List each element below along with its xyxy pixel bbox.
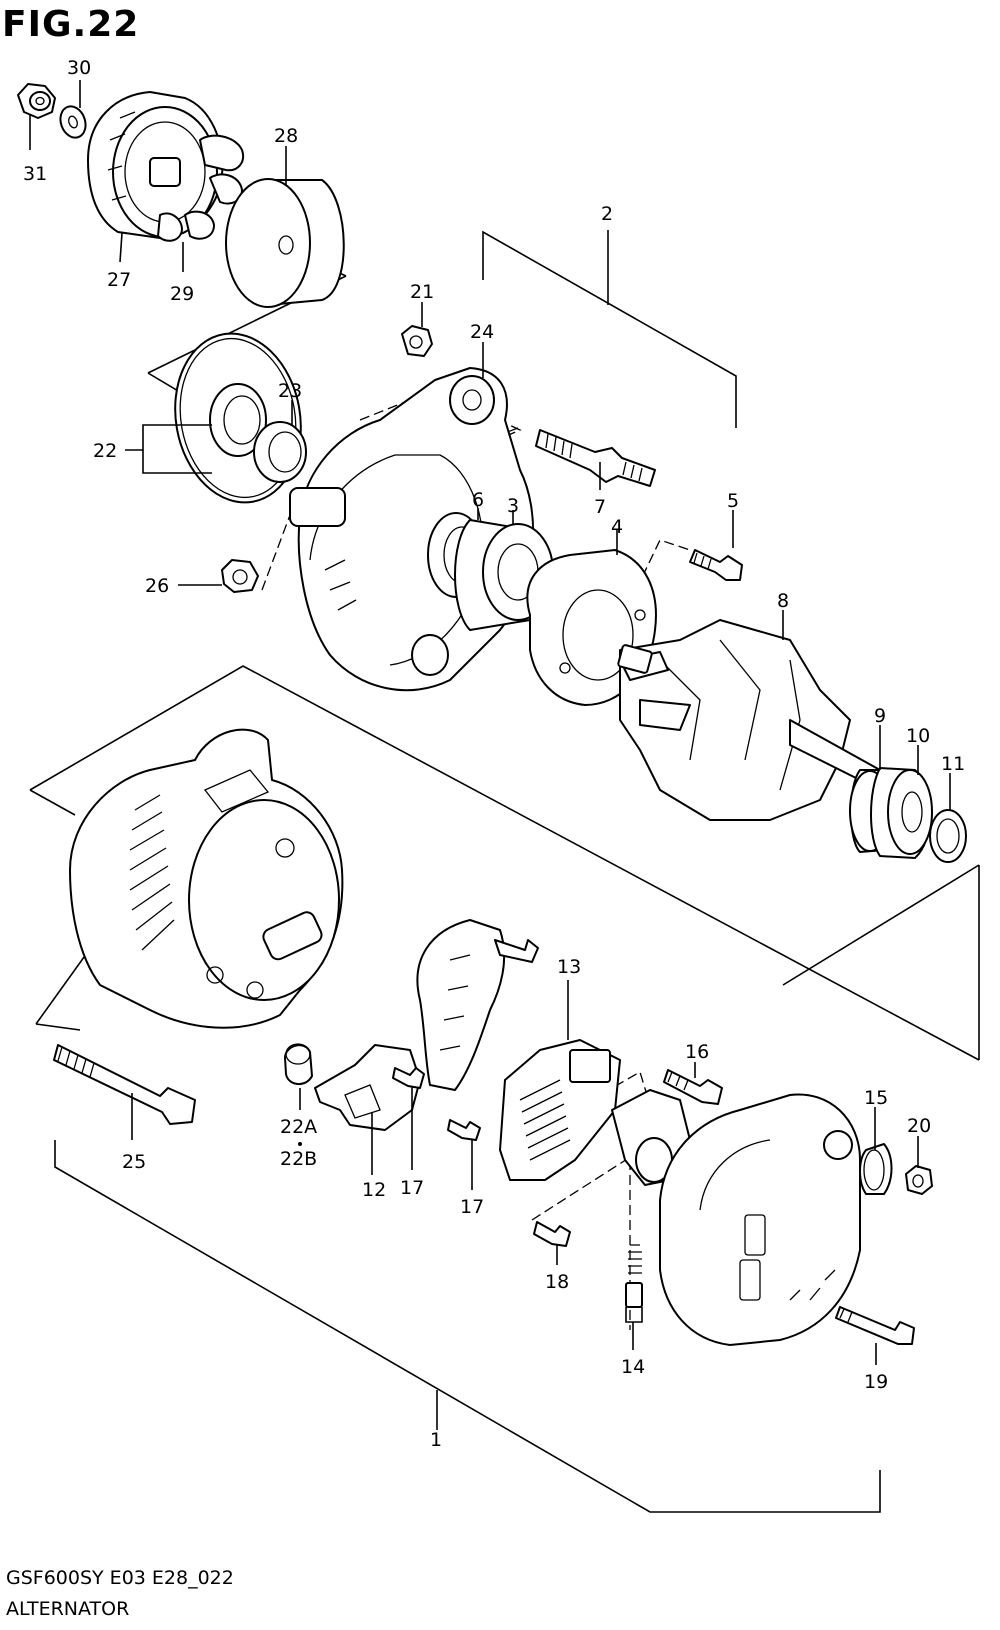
part-8-rotor	[617, 619, 881, 821]
callout-2: 2	[601, 203, 613, 225]
callout-4: 4	[611, 516, 623, 538]
part-21-nut	[401, 325, 433, 357]
callout-17b: 17	[460, 1196, 484, 1218]
part-19-through-bolt	[835, 1306, 915, 1345]
part-29-damper-set	[157, 134, 244, 242]
part-22a-22b-bushing	[284, 1043, 313, 1085]
part-27-pulley-housing	[87, 91, 224, 239]
callout-23: 23	[278, 380, 302, 402]
callout-25: 25	[122, 1151, 146, 1173]
rear-cover	[659, 1093, 861, 1346]
callout-17a: 17	[400, 1177, 424, 1199]
callout-15: 15	[864, 1087, 888, 1109]
part-10-bearing	[870, 767, 933, 859]
leader-lines	[29, 80, 951, 1365]
callout-20: 20	[907, 1115, 931, 1137]
part-17-screw-b	[447, 1119, 481, 1141]
part-20-nut	[905, 1165, 933, 1195]
part-16-screw	[663, 1069, 723, 1105]
callout-13: 13	[557, 956, 581, 978]
part-17-screw-a	[392, 1067, 425, 1089]
callout-14: 14	[621, 1356, 645, 1378]
callout-7: 7	[594, 496, 606, 518]
part-15-spacer	[859, 1143, 893, 1195]
part-11-seal	[929, 809, 967, 863]
part-5-screw	[689, 549, 743, 581]
part-7-stud-bolt	[535, 429, 656, 487]
callout-19: 19	[864, 1371, 888, 1393]
alternator-assembly-body	[69, 728, 344, 1029]
callout-9: 9	[874, 705, 886, 727]
part-13-regulator	[499, 1039, 621, 1181]
callout-18: 18	[545, 1271, 569, 1293]
rectifier-plate	[416, 919, 539, 1091]
callout-21: 21	[410, 281, 434, 303]
part-18-screw	[533, 1221, 571, 1247]
callout-labels: 1 2 3 4 5 6 7 8 9 10 11 12 13 14 15 16 1…	[23, 57, 965, 1451]
part-31-nut	[17, 83, 56, 119]
callout-3: 3	[507, 495, 519, 517]
model-code: GSF600SY E03 E28_022	[6, 1567, 234, 1589]
callout-12: 12	[362, 1179, 386, 1201]
callout-22b: 22B	[280, 1148, 317, 1170]
callout-26: 26	[145, 575, 169, 597]
separator-dot	[298, 1142, 302, 1146]
callout-16: 16	[685, 1041, 709, 1063]
callout-11: 11	[941, 753, 965, 775]
part-22-o-ring-and-bearing	[174, 332, 302, 504]
diagram-name: ALTERNATOR	[6, 1598, 130, 1620]
callout-28: 28	[274, 125, 298, 147]
part-30-washer	[59, 105, 87, 139]
callout-31: 31	[23, 163, 47, 185]
part-26-nut	[221, 559, 259, 593]
callout-5: 5	[727, 490, 739, 512]
callout-8: 8	[777, 590, 789, 612]
callout-10: 10	[906, 725, 930, 747]
callout-1: 1	[430, 1429, 442, 1451]
part-12-brush-holder	[314, 1044, 421, 1131]
callout-30: 30	[67, 57, 91, 79]
callout-6: 6	[472, 489, 484, 511]
callout-29: 29	[170, 283, 194, 305]
callout-22a: 22A	[280, 1116, 317, 1138]
part-28-rubber-disc	[225, 178, 345, 308]
callout-22: 22	[93, 440, 117, 462]
part-25-long-bolt	[53, 1044, 196, 1125]
figure-title: FIG.22	[2, 4, 140, 45]
part-23-bearing	[253, 421, 307, 483]
callout-24: 24	[470, 321, 494, 343]
callout-27: 27	[107, 269, 131, 291]
